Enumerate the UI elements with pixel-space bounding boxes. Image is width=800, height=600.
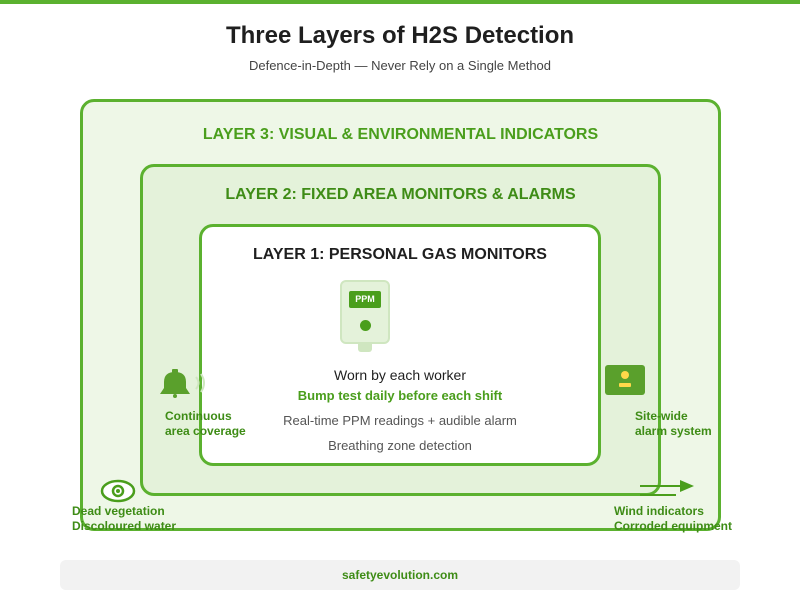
device-clip <box>358 344 372 352</box>
realtime-text: Real-time PPM readings + audible alarm <box>283 413 517 428</box>
page-title: Three Layers of H2S Detection <box>225 22 575 49</box>
continuous-label-line2: area coverage <box>165 424 246 438</box>
bell-icon <box>160 369 205 398</box>
top-accent-bar <box>0 0 800 4</box>
device-screen: PPM <box>349 291 381 308</box>
wind-indicators-line1: Wind indicators <box>614 504 704 518</box>
sitewide-label-line1: Site-wide <box>635 409 688 423</box>
wind-indicators-label: Wind indicators Corroded equipment <box>614 504 732 534</box>
alarm-panel-icon <box>605 365 645 395</box>
dead-vegetation-line1: Dead vegetation <box>72 504 165 518</box>
footer-website: safetyevolution.com <box>60 560 740 590</box>
page-subtitle: Defence-in-Depth — Never Rely on a Singl… <box>248 58 552 73</box>
layer-1-title: LAYER 1: PERSONAL GAS MONITORS <box>253 246 547 263</box>
dead-vegetation-label: Dead vegetation Discoloured water <box>72 504 176 534</box>
breathing-zone-text: Breathing zone detection <box>328 438 472 453</box>
bump-test-text: Bump test daily before each shift <box>297 388 503 403</box>
layer-1-box: LAYER 1: PERSONAL GAS MONITORS <box>199 224 601 466</box>
continuous-label-line1: Continuous <box>165 409 232 423</box>
wind-arrow-icon <box>640 480 694 496</box>
layer-2-title: LAYER 2: FIXED AREA MONITORS & ALARMS <box>225 186 576 203</box>
dead-vegetation-line2: Discoloured water <box>72 519 177 533</box>
worn-text: Worn by each worker <box>333 367 466 383</box>
device-indicator <box>360 320 371 331</box>
continuous-coverage-label: Continuous area coverage <box>165 409 246 439</box>
gas-monitor-icon: PPM <box>340 280 390 344</box>
eye-icon <box>100 479 136 503</box>
wind-indicators-line2: Corroded equipment <box>614 519 733 533</box>
sitewide-alarm-label: Site-wide alarm system <box>635 409 712 439</box>
sitewide-label-line2: alarm system <box>635 424 712 438</box>
layer-3-title: LAYER 3: VISUAL & ENVIRONMENTAL INDICATO… <box>202 126 599 143</box>
